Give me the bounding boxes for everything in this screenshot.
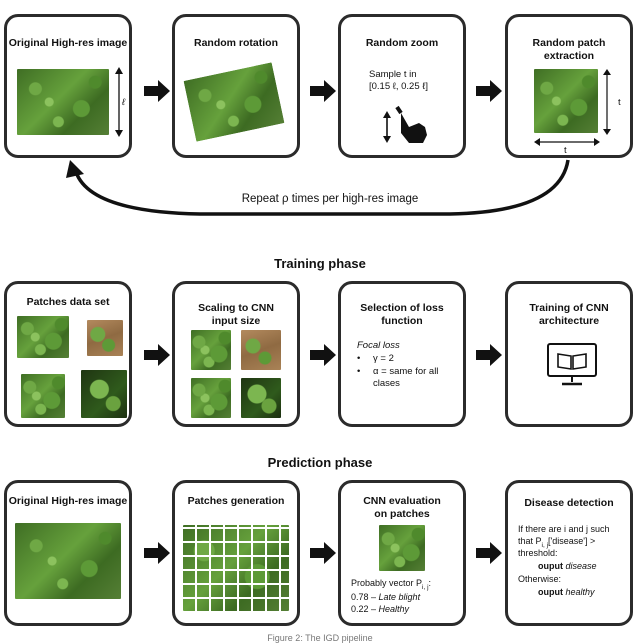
scaling-box: Scaling to CNN input size: [172, 281, 300, 427]
box-title: Patches data set: [26, 296, 110, 308]
alpha-param-cont: clases: [373, 378, 400, 389]
box-title-line2: architecture: [538, 315, 600, 327]
patches-generation-box: Patches generation: [172, 480, 300, 626]
rule-line-2-tail: ['disease'] >: [548, 536, 596, 546]
output-keyword: ouput: [538, 587, 566, 597]
box-title-line2: input size: [211, 315, 261, 327]
box-title-line1: CNN evaluation: [363, 495, 441, 507]
dimension-label: t: [564, 145, 567, 156]
alpha-param: α = same for all: [373, 366, 439, 377]
output-healthy-label: healthy: [565, 587, 595, 597]
original-image-box: Original High-res image ℓ: [4, 14, 132, 158]
scaled-patch-image: [191, 330, 231, 370]
arrow-right-icon: [144, 80, 170, 102]
figure-caption: Figure 2: The IGD pipeline: [267, 633, 373, 643]
patch-image: [21, 374, 65, 418]
arrow-right-icon: [476, 542, 502, 564]
loss-selection-box: Selection of loss function Focal loss • …: [338, 281, 466, 427]
arrow-right-icon: [476, 80, 502, 102]
arrow-right-icon: [144, 344, 170, 366]
healthy-label: Healthy: [378, 604, 410, 614]
rule-output-healthy: ouput healthy: [538, 586, 595, 598]
zoom-range-text: [0.15 ℓ, 0.25 ℓ]: [369, 81, 428, 92]
arrow-right-icon: [144, 542, 170, 564]
repeat-loop-arrow: [66, 159, 570, 216]
probability-vector-label: Probably vector Pi, j:: [351, 578, 432, 591]
scaled-patch-image: [191, 378, 231, 418]
healthy-value: 0.22 –: [351, 604, 379, 614]
probability-vector-sub: i, j: [422, 583, 429, 591]
scaled-patch-image: [241, 330, 281, 370]
patch-image: [87, 320, 123, 356]
patch-image: [534, 69, 598, 133]
bullet-icon: •: [357, 366, 361, 377]
arrow-right-icon: [476, 344, 502, 366]
zoom-sample-text: Sample t in: [369, 69, 417, 80]
scaled-patch-image: [241, 378, 281, 418]
box-title-line2: extraction: [543, 50, 595, 62]
cnn-evaluation-box: CNN evaluation on patches Probably vecto…: [338, 480, 466, 626]
loss-name: Focal loss: [357, 340, 400, 351]
dimension-arrow-icon: [534, 138, 600, 146]
box-title-line2: function: [381, 315, 423, 327]
output-disease-label: disease: [565, 561, 597, 571]
arrow-right-icon: [310, 80, 336, 102]
rotation-box: Random rotation: [172, 14, 300, 158]
rule-line-2: that Pi, j['disease'] >: [518, 535, 595, 552]
repeat-label: Repeat ρ times per high-res image: [241, 193, 419, 205]
box-title: Random rotation: [194, 37, 278, 49]
box-title: Patches generation: [187, 495, 285, 507]
rule-line-3: threshold:: [518, 548, 558, 558]
healthy-score: 0.22 – Healthy: [351, 603, 409, 615]
dimension-label: t: [618, 97, 621, 108]
zoom-gesture-icon: [383, 105, 427, 143]
original-image-box: Original High-res image: [4, 480, 132, 626]
arrow-right-icon: [310, 344, 336, 366]
box-title-line2: on patches: [374, 508, 430, 520]
box-title-line1: Scaling to CNN: [198, 302, 274, 314]
box-title-line1: Random patch: [532, 37, 606, 49]
disease-detection-box: Disease detection If there are i and j s…: [505, 480, 633, 626]
arrow-right-icon: [310, 542, 336, 564]
late-blight-value: 0.78 –: [351, 592, 379, 602]
rule-line-otherwise: Otherwise:: [518, 574, 562, 584]
box-title: Original High-res image: [8, 495, 128, 507]
patch-grid-image: [183, 525, 289, 611]
dimension-arrow-icon: [603, 69, 611, 135]
zoom-box: Random zoom Sample t in [0.15 ℓ, 0.25 ℓ]: [338, 14, 466, 158]
monitor-book-icon: [547, 343, 597, 386]
high-res-image: [15, 523, 121, 599]
output-keyword: ouput: [538, 561, 566, 571]
box-title: Disease detection: [524, 497, 614, 509]
patch-image: [81, 370, 127, 418]
box-title: Random zoom: [365, 37, 439, 49]
probability-vector-text: Probably vector P: [351, 578, 423, 588]
dimension-label: ℓ: [122, 97, 126, 108]
rule-line-1: If there are i and j such: [518, 524, 610, 534]
rule-line-2-text: that P: [518, 536, 542, 546]
patch-image: [17, 316, 69, 358]
high-res-image: [17, 69, 109, 135]
box-title: Original High-res image: [8, 37, 128, 49]
patches-dataset-box: Patches data set: [4, 281, 132, 427]
box-title-line1: Selection of loss: [360, 302, 444, 314]
late-blight-score: 0.78 – Late blight: [351, 591, 420, 603]
dimension-arrow-icon: [115, 67, 123, 137]
rule-line-2-sub: i, j: [541, 541, 549, 549]
prediction-phase-title: Prediction phase: [267, 455, 373, 470]
evaluated-patch-image: [379, 525, 425, 571]
gamma-param: γ = 2: [373, 353, 394, 364]
cnn-training-box: Training of CNN architecture: [505, 281, 633, 427]
box-title-line1: Training of CNN: [529, 302, 609, 314]
patch-extraction-box: Random patch extraction t t: [505, 14, 633, 158]
late-blight-label: Late blight: [378, 592, 421, 602]
rule-output-disease: ouput disease: [538, 560, 597, 572]
training-phase-title: Training phase: [274, 256, 366, 271]
bullet-icon: •: [357, 353, 361, 364]
